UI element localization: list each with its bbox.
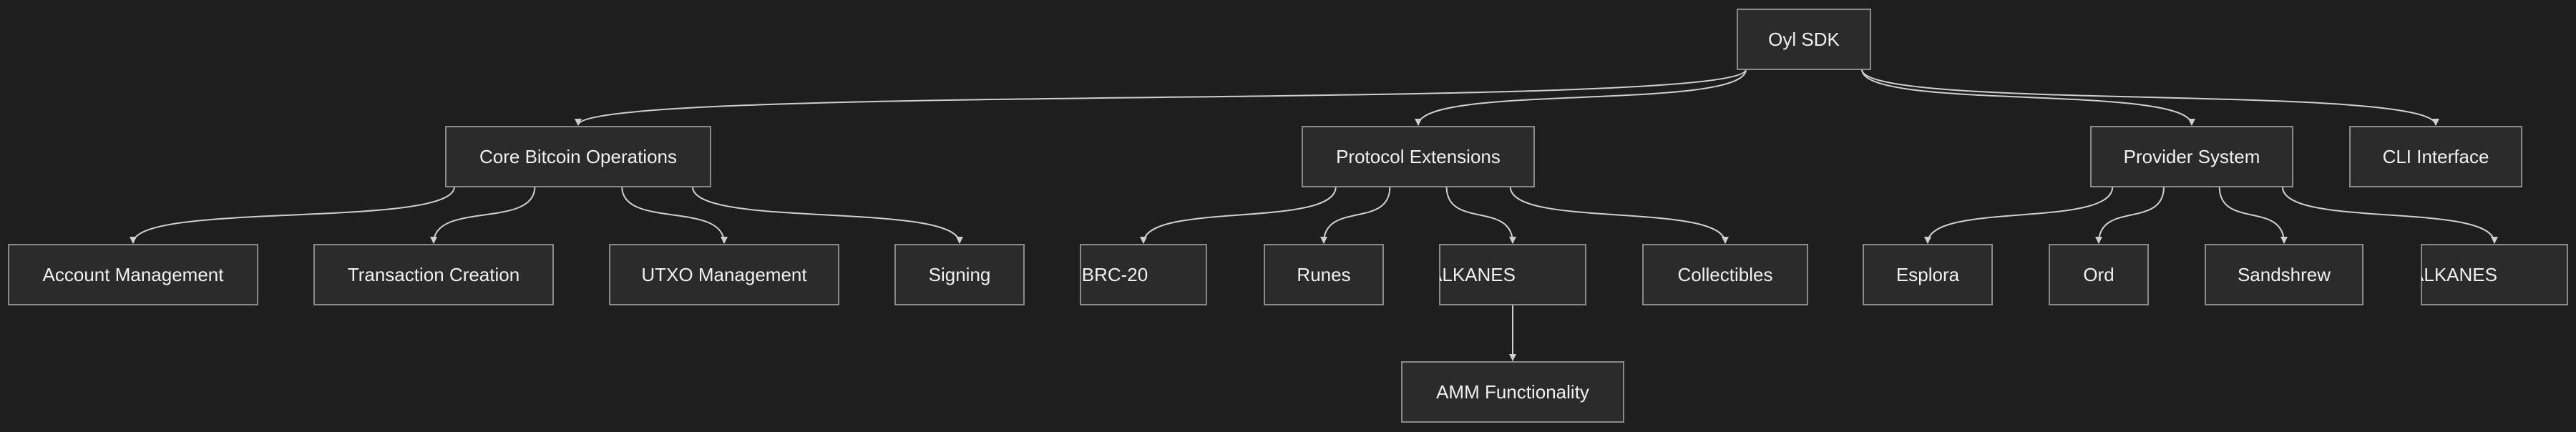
edge-protocol-extensions-to-brc20 <box>1140 186 1337 244</box>
node-account-management[interactable]: Account Management <box>8 244 258 305</box>
node-transaction-creation[interactable]: Transaction Creation <box>313 244 554 305</box>
node-cli-interface-label: CLI Interface <box>2383 146 2489 167</box>
node-alkanes-protocol-label: ALKANES <box>1430 264 1516 285</box>
node-core-bitcoin-operations-label: Core Bitcoin Operations <box>479 146 677 167</box>
edge-oyl-sdk-to-protocol-extensions <box>1415 69 1747 126</box>
edge-provider-system-to-alkanes-provider <box>2281 186 2498 244</box>
node-utxo-management-label: UTXO Management <box>641 264 807 285</box>
node-ord-label: Ord <box>2083 264 2114 285</box>
node-oyl-sdk-label: Oyl SDK <box>1768 29 1840 50</box>
edge-core-bitcoin-operations-to-utxo-management <box>621 186 728 244</box>
node-protocol-extensions[interactable]: Protocol Extensions <box>1302 126 1535 187</box>
node-signing[interactable]: Signing <box>894 244 1025 305</box>
node-amm-functionality-label: AMM Functionality <box>1436 381 1589 403</box>
node-signing-label: Signing <box>929 264 991 285</box>
edge-protocol-extensions-to-runes <box>1320 186 1391 244</box>
edge-provider-system-to-ord <box>2095 186 2165 244</box>
edge-oyl-sdk-to-cli-interface <box>1861 69 2439 126</box>
node-collectibles-label: Collectibles <box>1678 264 1773 285</box>
node-esplora[interactable]: Esplora <box>1863 244 1993 305</box>
edge-protocol-extensions-to-collectibles <box>1509 186 1729 244</box>
node-ord[interactable]: Ord <box>2049 244 2149 305</box>
node-provider-system-label: Provider System <box>2124 146 2260 167</box>
edge-oyl-sdk-to-core-bitcoin-operations <box>575 69 1747 126</box>
edge-layer <box>130 69 2498 361</box>
node-alkanes-protocol[interactable]: ALKANES <box>1430 244 1586 305</box>
node-amm-functionality[interactable]: AMM Functionality <box>1401 361 1624 423</box>
edge-provider-system-to-sandshrew <box>2218 186 2288 244</box>
node-brc20-label: BRC-20 <box>1082 264 1148 285</box>
node-alkanes-provider-label: ALKANES <box>2411 264 2497 285</box>
node-layer: Oyl SDK Core Bitcoin Operations Protocol… <box>8 9 2568 423</box>
node-esplora-label: Esplora <box>1896 264 1960 285</box>
node-runes-label: Runes <box>1297 264 1350 285</box>
node-alkanes-provider[interactable]: ALKANES <box>2411 244 2568 305</box>
node-protocol-extensions-label: Protocol Extensions <box>1336 146 1501 167</box>
node-collectibles[interactable]: Collectibles <box>1642 244 1808 305</box>
edge-protocol-extensions-to-alkanes-protocol <box>1445 186 1516 244</box>
node-core-bitcoin-operations[interactable]: Core Bitcoin Operations <box>445 126 711 187</box>
edge-oyl-sdk-to-provider-system <box>1861 69 2195 126</box>
node-provider-system[interactable]: Provider System <box>2090 126 2293 187</box>
edge-provider-system-to-esplora <box>1924 186 2114 244</box>
node-sandshrew[interactable]: Sandshrew <box>2205 244 2363 305</box>
node-transaction-creation-label: Transaction Creation <box>348 264 519 285</box>
node-sandshrew-label: Sandshrew <box>2238 264 2331 285</box>
edge-core-bitcoin-operations-to-signing <box>691 186 963 244</box>
node-runes[interactable]: Runes <box>1264 244 1384 305</box>
node-brc20[interactable]: BRC-20 <box>1080 244 1207 305</box>
node-oyl-sdk[interactable]: Oyl SDK <box>1737 9 1871 70</box>
edge-core-bitcoin-operations-to-account-management <box>130 186 455 244</box>
node-utxo-management[interactable]: UTXO Management <box>609 244 839 305</box>
edge-core-bitcoin-operations-to-transaction-creation <box>430 186 536 244</box>
node-cli-interface[interactable]: CLI Interface <box>2349 126 2522 187</box>
node-account-management-label: Account Management <box>43 264 225 285</box>
